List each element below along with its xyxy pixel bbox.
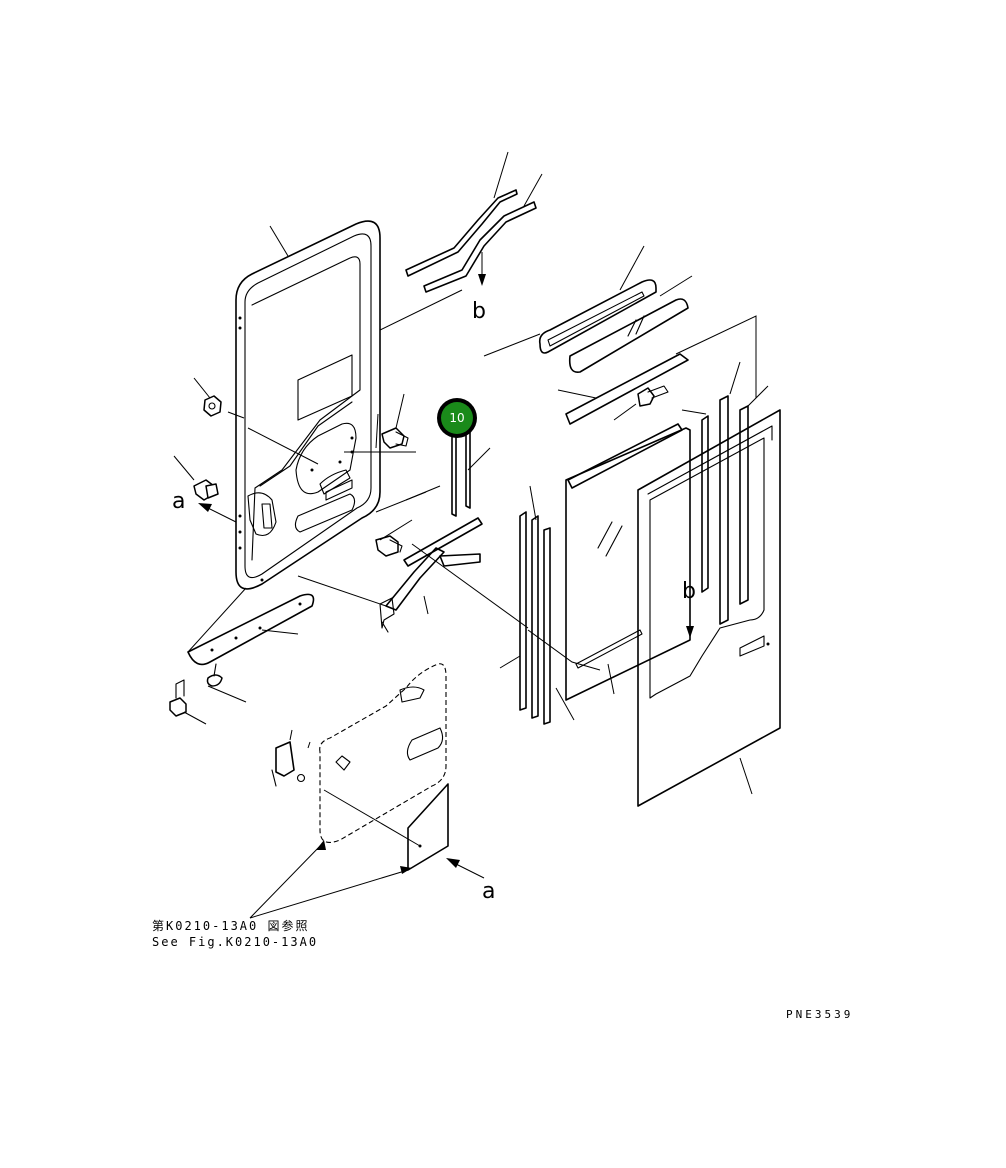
upper-channel-strips bbox=[405, 189, 537, 293]
vertical-seals bbox=[519, 395, 749, 725]
view-label-b-right: b bbox=[682, 579, 696, 604]
view-label-a-bottom: a bbox=[482, 879, 495, 904]
view-arrow-a-bottom bbox=[446, 858, 485, 879]
callout-number: 10 bbox=[449, 411, 464, 425]
drawing-code: PNE3539 bbox=[786, 1008, 853, 1021]
leader-lines bbox=[173, 151, 769, 795]
outer-door-panel bbox=[637, 409, 781, 807]
view-label-a-left: a bbox=[172, 489, 185, 514]
view-label-b-top: b bbox=[472, 299, 486, 324]
callout-fill bbox=[441, 402, 473, 434]
reference-pointer-lines bbox=[249, 840, 412, 919]
left-hardware bbox=[193, 395, 409, 557]
upper-glass-seals bbox=[538, 279, 689, 425]
reference-line-jp: 第K0210-13A0 図参照 bbox=[152, 918, 309, 933]
view-arrow-b-right bbox=[686, 600, 694, 638]
door-frame bbox=[235, 220, 381, 590]
reference-line-en: See Fig.K0210-13A0 bbox=[152, 935, 318, 949]
lower-bolts bbox=[169, 663, 223, 717]
inner-trim-panel bbox=[271, 663, 447, 843]
callout-badge-10[interactable]: 10 bbox=[437, 398, 477, 438]
bottom-rail bbox=[187, 593, 315, 666]
assembly-lines bbox=[187, 289, 601, 847]
door-glass bbox=[565, 423, 691, 701]
view-arrow-a-left bbox=[198, 503, 237, 523]
